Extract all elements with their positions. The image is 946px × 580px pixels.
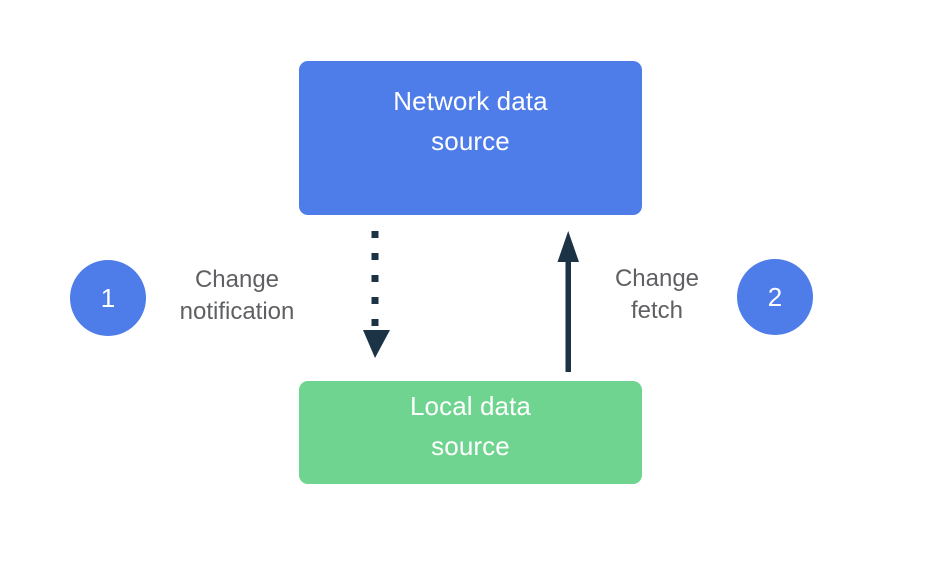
- step-badge-1: 1: [70, 260, 146, 336]
- arrow-down-dotted-change-notification: [363, 231, 390, 358]
- node-network-data-source-label: Network data source: [393, 86, 548, 156]
- step-badge-2-number: 2: [767, 282, 783, 312]
- step-badge-2: 2: [737, 259, 813, 335]
- node-local-data-source-label: Local data source: [410, 390, 531, 461]
- step-badge-1-number: 1: [100, 283, 116, 313]
- arrow-up-solid-change-fetch: [557, 231, 579, 372]
- edge-label-change-fetch: Change fetch: [614, 265, 700, 324]
- node-local-data-source[interactable]: Local data source: [299, 381, 642, 484]
- node-network-data-source[interactable]: Network data source: [299, 61, 642, 215]
- edge-label-change-notification: Change notification: [179, 266, 295, 325]
